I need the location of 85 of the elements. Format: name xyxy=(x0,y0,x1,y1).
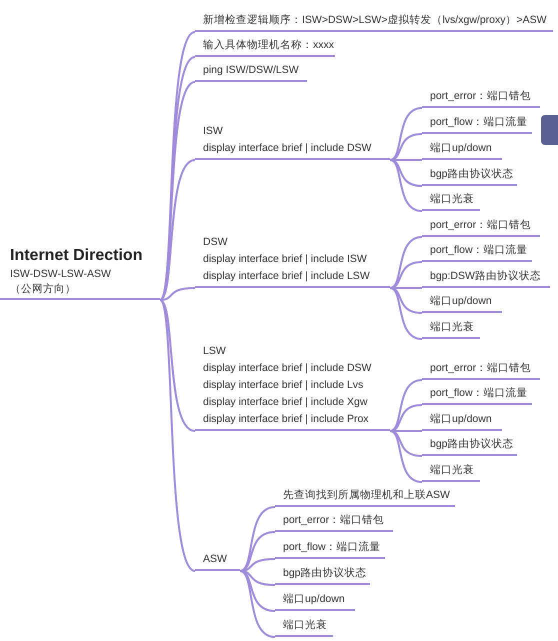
topic-node xyxy=(422,413,502,431)
topic-node xyxy=(195,39,335,57)
topic-text: 端口光衰 xyxy=(429,463,475,478)
topic-node xyxy=(275,567,370,585)
topic-text: display interface brief | include Lvs xyxy=(202,378,364,393)
topic-text: port_flow：端口流量 xyxy=(429,243,529,258)
topic-text: display interface brief | include DSW xyxy=(202,141,372,156)
topic-text: bgp:DSW路由协议状态 xyxy=(429,269,542,284)
branch-line xyxy=(390,107,422,161)
topic-node xyxy=(275,514,393,532)
topic-text: ASW xyxy=(202,552,228,567)
branch-line xyxy=(390,287,422,314)
branch-line xyxy=(390,287,422,340)
topic-node xyxy=(422,90,540,108)
topic-text: port_flow：端口流量 xyxy=(429,115,529,130)
topic-node xyxy=(195,14,553,32)
topic-text: 端口光衰 xyxy=(282,618,328,633)
topic-text: 输入具体物理机名称：xxxx xyxy=(202,38,335,53)
branch-line xyxy=(390,133,422,161)
topic-text: ISW xyxy=(202,124,224,139)
topic-text: ping ISW/DSW/LSW xyxy=(202,63,300,78)
topic-text: LSW xyxy=(202,344,227,359)
topic-text: port_error：端口错包 xyxy=(429,361,532,376)
topic-text: 端口光衰 xyxy=(429,192,475,207)
topic-node xyxy=(422,270,550,288)
branch-line xyxy=(390,236,422,289)
topic-text: display interface brief | include Xgw xyxy=(202,395,368,410)
topic-title: Internet Direction xyxy=(9,246,144,266)
topic-text: display interface brief | include LSW xyxy=(202,269,371,284)
topic-text: port_error：端口错包 xyxy=(282,513,386,528)
topic-node xyxy=(422,244,532,262)
topic-text: 端口up/down xyxy=(429,294,493,309)
branch-line xyxy=(390,379,422,432)
branch-line xyxy=(240,570,276,612)
topic-text: bgp路由协议状态 xyxy=(429,437,515,452)
topic-node xyxy=(275,541,385,559)
topic-node xyxy=(422,219,540,237)
topic-text: DSW xyxy=(202,235,228,250)
topic-node xyxy=(195,553,240,571)
branch-line xyxy=(390,430,422,457)
branch-line xyxy=(390,404,422,432)
branch-line xyxy=(159,159,196,301)
branch-line xyxy=(240,506,276,572)
topic-text: display interface brief | include ISW xyxy=(202,252,368,267)
topic-text: port_flow：端口流量 xyxy=(282,540,382,555)
branch-line xyxy=(159,299,196,572)
branch-line xyxy=(390,159,422,161)
topic-node xyxy=(422,142,502,160)
topic-node xyxy=(422,116,532,134)
topic-text: 端口光衰 xyxy=(429,320,475,335)
topic-text: 端口up/down xyxy=(282,592,346,607)
branch-line xyxy=(240,531,276,572)
branch-line xyxy=(390,159,422,187)
topic-subtitle: （公网方向） xyxy=(9,282,77,297)
branch-line xyxy=(240,570,276,638)
topic-node xyxy=(422,464,480,482)
topic-node xyxy=(422,168,517,186)
branch-line xyxy=(160,287,196,301)
topic-text: 端口up/down xyxy=(429,412,493,427)
topic-node xyxy=(422,362,540,380)
topic-text: bgp路由协议状态 xyxy=(429,167,515,182)
topic-text: bgp路由协议状态 xyxy=(282,566,368,581)
branch-line xyxy=(240,570,276,586)
topic-node xyxy=(275,489,455,507)
branch-line xyxy=(390,159,422,212)
topic-node xyxy=(275,619,333,637)
topic-text: display interface brief | include Prox xyxy=(202,412,370,427)
topic-subtitle: ISW-DSW-LSW-ASW xyxy=(9,267,112,282)
topic-text: port_error：端口错包 xyxy=(429,89,532,104)
topic-node xyxy=(275,593,355,611)
topic-text: 端口up/down xyxy=(429,141,493,156)
topic-node xyxy=(195,64,307,82)
topic-text: port_error：端口错包 xyxy=(429,218,532,233)
topic-node xyxy=(422,321,480,339)
topic-node xyxy=(422,387,532,405)
branch-line xyxy=(390,430,422,483)
topic-node xyxy=(422,438,517,456)
topic-node xyxy=(422,193,480,211)
branch-line xyxy=(159,299,196,432)
topic-text: 先查询找到所属物理机和上联ASW xyxy=(282,488,451,503)
branch-line xyxy=(390,261,422,289)
topic-text: port_flow：端口流量 xyxy=(429,386,529,401)
topic-node xyxy=(422,295,502,313)
topic-text: display interface brief | include DSW xyxy=(202,361,372,376)
topic-text: 新增检查逻辑顺序：ISW>DSW>LSW>虚拟转发（lvs/xgw/proxy）>ASW xyxy=(202,13,548,28)
